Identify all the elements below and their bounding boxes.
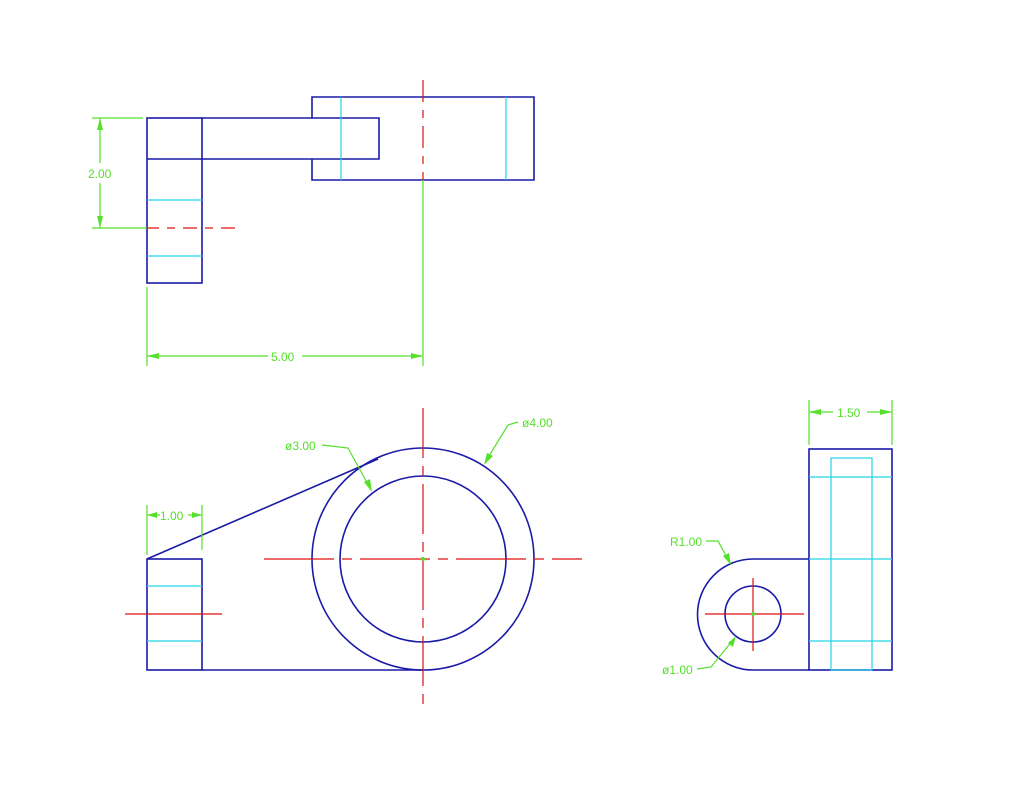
dim-side-radius: R1.00	[670, 535, 702, 549]
top-arm	[147, 117, 380, 160]
top-hub	[311, 96, 535, 181]
top-view: 2.00 5.00	[88, 80, 535, 366]
side-view: 1.50 R1.00 ø1.00	[662, 400, 893, 677]
dim-side-hole-diameter: ø1.00	[662, 663, 693, 677]
dim-front-inner-diameter: ø3.00	[285, 439, 316, 453]
front-view: 1.00 ø3.00 ø4.00	[125, 408, 582, 712]
dim-front-outer-diameter: ø4.00	[522, 416, 553, 430]
dim-top-height: 2.00	[88, 167, 112, 181]
side-arm	[696, 558, 809, 671]
tangent-line	[146, 458, 379, 560]
dim-front-block-width: 1.00	[160, 509, 184, 523]
dim-top-length: 5.00	[271, 350, 295, 364]
dim-side-width: 1.50	[837, 406, 861, 420]
